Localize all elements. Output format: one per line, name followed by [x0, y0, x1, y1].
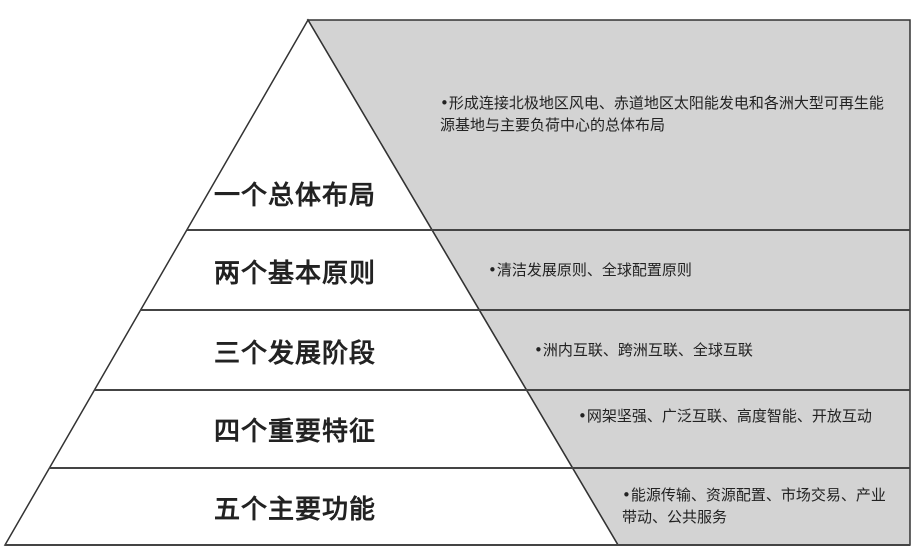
level-4-desc: •网架坚强、广泛互联、高度智能、开放互动: [578, 407, 872, 425]
level-1-label: 一个总体布局: [214, 181, 377, 211]
level-3-desc: •洲内互联、跨洲互联、全球互联: [534, 341, 753, 359]
level-5-desc: •能源传输、资源配置、市场交易、产业带动、公共服务: [622, 486, 886, 526]
level-1-desc: •形成连接北极地区风电、赤道地区太阳能发电和各洲大型可再生能源基地与主要负荷中心…: [440, 94, 884, 134]
level-2-label: 两个基本原则: [214, 259, 377, 289]
level-5-label: 五个主要功能: [214, 495, 377, 525]
level-3-label: 三个发展阶段: [214, 339, 377, 369]
level-4-label: 四个重要特征: [214, 417, 377, 447]
row-dividers: [5, 229, 910, 546]
level-2-desc: •清洁发展原则、全球配置原则: [488, 261, 692, 279]
